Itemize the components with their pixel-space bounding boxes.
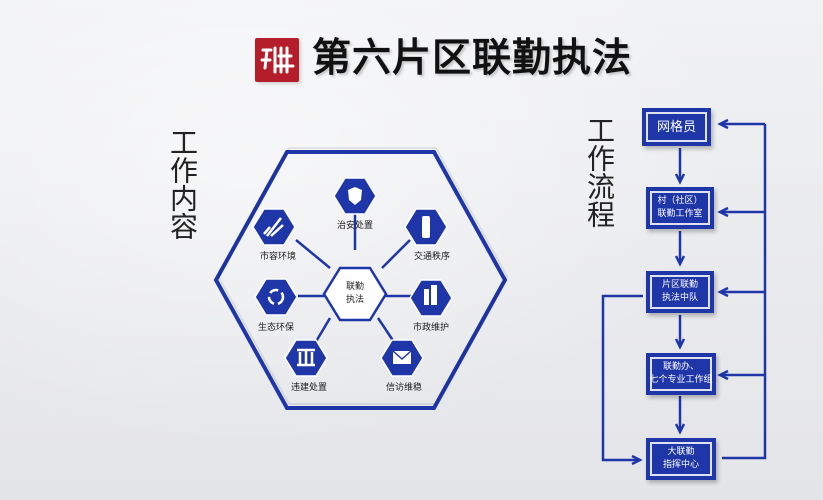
hammer-icon xyxy=(297,348,315,367)
flow-step-3-line2: 执法中队 xyxy=(661,293,698,303)
left-heading: 工作内容 xyxy=(166,128,199,240)
hex-node-security xyxy=(333,177,377,215)
node-label-city-appearance: 市容环境 xyxy=(259,252,297,262)
broom-icon xyxy=(263,217,284,237)
center-hexagon xyxy=(322,266,388,322)
flow-step-5-line1: 大联勤 xyxy=(667,447,695,457)
flow-step-4-line2: 七个专业工作组 xyxy=(649,375,713,385)
flow-step-5-line2: 指挥中心 xyxy=(662,460,699,470)
page-title: 第六片区联勤执法 xyxy=(312,36,633,81)
building-icon xyxy=(424,289,429,305)
node-label-traffic: 交通秩序 xyxy=(413,252,451,262)
right-heading: 工作流程 xyxy=(583,116,616,228)
flow-step-4-line1: 联勤办、 xyxy=(662,362,699,372)
hex-node-traffic xyxy=(404,208,448,246)
node-label-illegal-building: 违建处置 xyxy=(290,383,328,393)
flow-step-1-line1: 网格员 xyxy=(656,119,696,135)
shield-icon xyxy=(348,187,362,205)
node-label-ecology: 生态环保 xyxy=(257,323,295,333)
flow-step-district-squad: 片区联勤 执法中队 xyxy=(646,271,714,313)
logo-seal xyxy=(255,38,299,82)
center-label-line1: 联勤 xyxy=(345,282,364,292)
flow-connectors xyxy=(601,118,767,466)
node-label-petition: 信访维稳 xyxy=(385,383,423,393)
center-label: 联勤 执法 xyxy=(336,281,374,307)
flow-step-village-studio: 村（社区） 联勤工作室 xyxy=(646,187,714,229)
recycle-icon xyxy=(267,288,285,306)
hex-node-city-appearance xyxy=(252,208,296,246)
flow-step-2-line2: 联勤工作室 xyxy=(657,209,703,219)
flow-step-2-line1: 村（社区） xyxy=(657,196,703,206)
flow-step-command-center: 大联勤 指挥中心 xyxy=(646,438,716,480)
hex-node-petition xyxy=(380,339,424,377)
hex-node-municipal xyxy=(409,279,453,317)
flow-step-working-groups: 联勤办、 七个专业工作组 xyxy=(646,353,716,395)
center-label-line2: 执法 xyxy=(345,295,364,305)
hex-node-illegal-building xyxy=(284,339,328,377)
flow-step-grid-member: 网格员 xyxy=(642,108,711,146)
node-label-security: 治安处置 xyxy=(336,221,374,231)
hex-node-ecology xyxy=(254,278,298,316)
traffic-light-icon xyxy=(422,216,430,238)
flow-step-3-line1: 片区联勤 xyxy=(661,280,698,290)
outer-hexagon xyxy=(213,150,508,410)
node-label-municipal: 市政维护 xyxy=(412,323,450,333)
